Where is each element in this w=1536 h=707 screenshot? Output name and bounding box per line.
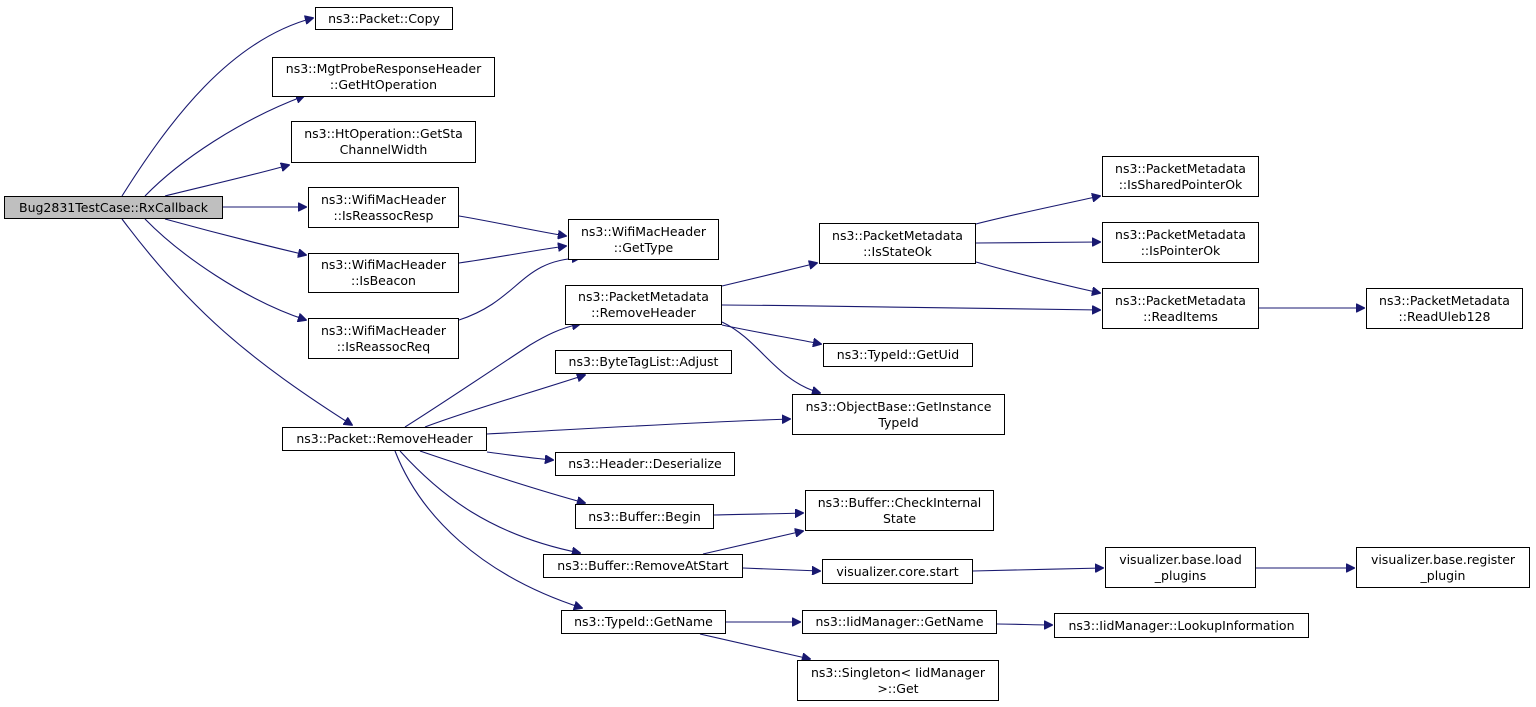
edge-root-to-packet-copy [121, 18, 313, 197]
edge-is-beacon-to-get-type [458, 246, 566, 264]
node-get-ht-operation[interactable]: ns3::MgtProbeResponseHeader ::GetHtOpera… [272, 57, 495, 97]
node-is-reassoc-req[interactable]: ns3::WifiMacHeader ::IsReassocReq [308, 318, 459, 359]
node-is-shared-pointer-ok[interactable]: ns3::PacketMetadata ::IsSharedPointerOk [1102, 156, 1259, 197]
node-lookup-information[interactable]: ns3::IidManager::LookupInformation [1054, 613, 1309, 638]
edge-root-to-get-ht-operation [144, 96, 304, 197]
edge-is-reassoc-req-to-get-type [458, 258, 580, 321]
node-register-plugin[interactable]: visualizer.base.register _plugin [1356, 547, 1530, 588]
edge-remove-header-to-buffer-begin [419, 450, 585, 503]
node-get-instance-type-id[interactable]: ns3::ObjectBase::GetInstance TypeId [792, 394, 1005, 435]
node-root: Bug2831TestCase::RxCallback [4, 196, 223, 219]
node-buffer-begin[interactable]: ns3::Buffer::Begin [575, 504, 714, 529]
edge-remove-header-to-byte-tag-adjust [424, 375, 585, 428]
node-read-items[interactable]: ns3::PacketMetadata ::ReadItems [1102, 288, 1259, 329]
edge-metadata-remove-header-to-get-instance-type-id [721, 321, 820, 393]
edge-get-name-to-singleton-get [699, 633, 810, 659]
edge-is-state-ok-to-is-shared-pointer-ok [975, 196, 1100, 225]
node-is-reassoc-resp[interactable]: ns3::WifiMacHeader ::IsReassocResp [308, 187, 459, 228]
node-type-id-get-name[interactable]: ns3::TypeId::GetName [561, 610, 726, 634]
edge-metadata-remove-header-to-read-items [721, 304, 1100, 310]
node-packet-copy[interactable]: ns3::Packet::Copy [315, 7, 453, 30]
node-packet-remove-header[interactable]: ns3::Packet::RemoveHeader [282, 427, 487, 451]
node-type-id-get-uid[interactable]: ns3::TypeId::GetUid [823, 343, 973, 367]
node-singleton-get[interactable]: ns3::Singleton< IidManager >::Get [797, 660, 999, 701]
edge-buffer-remove-at-start-to-visualizer-core-start [742, 568, 820, 571]
edge-root-to-is-beacon [164, 218, 306, 255]
edge-iid-manager-get-name-to-lookup-information [996, 624, 1052, 625]
node-check-internal-state[interactable]: ns3::Buffer::CheckInternal State [805, 490, 994, 531]
edge-remove-header-to-type-id-get-name [394, 450, 582, 608]
edge-root-to-get-sta-channel-width [164, 165, 289, 197]
node-get-sta-channel-width[interactable]: ns3::HtOperation::GetSta ChannelWidth [291, 121, 476, 163]
edge-metadata-remove-header-to-get-uid [721, 324, 821, 344]
edge-visualizer-core-start-to-load-plugins [972, 568, 1103, 571]
edge-remove-header-to-metadata-remove-header [404, 324, 580, 428]
node-header-deserialize[interactable]: ns3::Header::Deserialize [555, 452, 735, 476]
edge-root-to-is-reassoc-req [144, 218, 306, 320]
edge-is-reassoc-resp-to-get-type [458, 215, 566, 236]
edge-remove-header-to-get-instance-type-id [486, 419, 790, 435]
node-metadata-remove-header[interactable]: ns3::PacketMetadata ::RemoveHeader [565, 285, 722, 325]
node-read-uleb128[interactable]: ns3::PacketMetadata ::ReadUleb128 [1366, 288, 1523, 329]
node-byte-tag-adjust[interactable]: ns3::ByteTagList::Adjust [555, 350, 732, 374]
node-iid-manager-get-name[interactable]: ns3::IidManager::GetName [802, 610, 997, 634]
edge-buffer-remove-at-start-to-check-internal-state [702, 531, 803, 555]
node-load-plugins[interactable]: visualizer.base.load _plugins [1105, 547, 1256, 588]
edge-remove-header-to-header-deserialize [486, 451, 553, 460]
node-visualizer-core-start[interactable]: visualizer.core.start [822, 559, 973, 584]
node-get-type[interactable]: ns3::WifiMacHeader ::GetType [568, 219, 719, 260]
edge-remove-header-to-buffer-remove-at-start [399, 450, 580, 553]
node-is-pointer-ok[interactable]: ns3::PacketMetadata ::IsPointerOk [1102, 222, 1259, 263]
edge-metadata-remove-header-to-is-state-ok [721, 263, 817, 287]
node-is-state-ok[interactable]: ns3::PacketMetadata ::IsStateOk [819, 223, 976, 264]
node-buffer-remove-at-start[interactable]: ns3::Buffer::RemoveAtStart [543, 554, 743, 578]
edge-root-to-packet-remove-header [121, 218, 352, 425]
edge-is-state-ok-to-is-pointer-ok [975, 242, 1100, 243]
node-is-beacon[interactable]: ns3::WifiMacHeader ::IsBeacon [308, 253, 459, 293]
edge-is-state-ok-to-read-items [975, 261, 1100, 293]
edge-buffer-begin-to-check-internal-state [713, 513, 803, 515]
